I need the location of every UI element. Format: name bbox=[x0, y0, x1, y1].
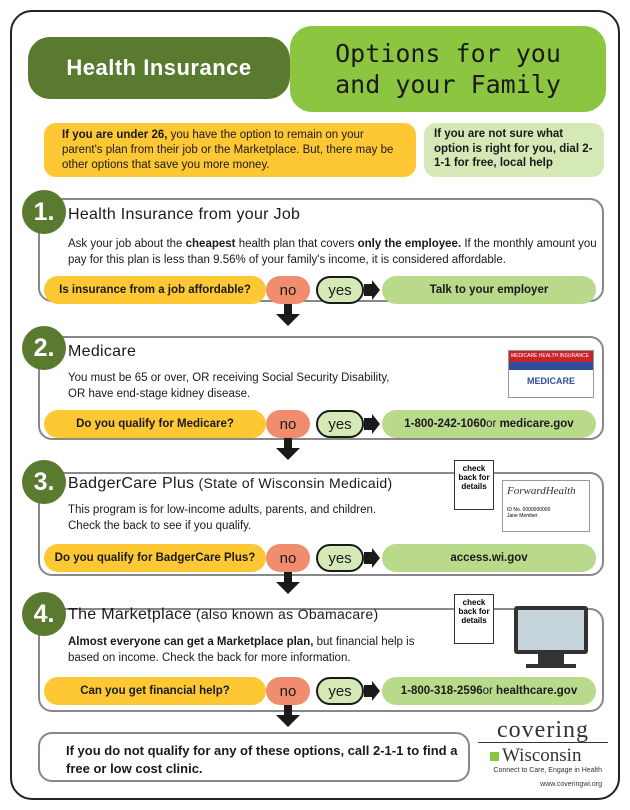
section-2-answer: 1-800-242-1060 or medicare.gov bbox=[382, 410, 596, 438]
page-frame bbox=[10, 10, 620, 800]
covering-wisconsin-logo: covering Wisconsin Connect to Care, Enga… bbox=[478, 718, 608, 788]
section-1-no-button[interactable]: no bbox=[266, 276, 310, 304]
forwardhealth-name: Jane Member bbox=[507, 513, 538, 519]
section-2-yes-button[interactable]: yes bbox=[316, 410, 364, 438]
section-2-body: You must be 65 or over, OR receiving Soc… bbox=[68, 370, 390, 402]
section-1-number: 1. bbox=[22, 190, 66, 234]
s1-text-c: If the monthly amount you pay for this p… bbox=[68, 238, 597, 266]
section-2-number: 2. bbox=[22, 326, 66, 370]
s2-line-1: You must be 65 or over, OR receiving Soc… bbox=[68, 372, 390, 384]
s1-bold-a: cheapest bbox=[185, 238, 236, 250]
s1-bold-b: only the employee. bbox=[357, 238, 462, 250]
medicare-card-image: MEDICARE HEALTH INSURANCE MEDICARE bbox=[508, 350, 594, 398]
s3-line-2: Check the back to see if you qualify. bbox=[68, 520, 252, 532]
section-3-no-button[interactable]: no bbox=[266, 544, 310, 572]
section-1-title: Health Insurance from your Job bbox=[68, 206, 301, 223]
s3-line-1: This program is for low-income adults, p… bbox=[68, 504, 377, 516]
section-2-no-button[interactable]: no bbox=[266, 410, 310, 438]
section-3-body: This program is for low-income adults, p… bbox=[68, 502, 376, 534]
section-4-number: 4. bbox=[22, 592, 66, 636]
section-1-answer: Talk to your employer bbox=[382, 276, 596, 304]
check-back-badge-4: check back for details bbox=[454, 594, 494, 644]
under-26-text: you have the option to remain on your pa… bbox=[62, 129, 394, 171]
computer-monitor-icon bbox=[514, 606, 588, 654]
s4-phone: 1-800-318-2596 bbox=[400, 685, 483, 697]
s4-bold: Almost everyone can get a Marketplace pl… bbox=[68, 636, 314, 648]
section-3-answer: access.wi.gov bbox=[382, 544, 596, 572]
s2-phone: 1-800-242-1060 bbox=[404, 418, 487, 430]
section-4-title: The Marketplace (also known as Obamacare… bbox=[68, 606, 378, 624]
s2-url: medicare.gov bbox=[499, 418, 574, 430]
s4-title-sub: (also known as Obamacare) bbox=[191, 606, 379, 622]
monitor-base bbox=[526, 664, 576, 668]
s3-title-main: BadgerCare Plus bbox=[68, 475, 195, 492]
header-options-banner: Options for you and your Family bbox=[290, 26, 606, 112]
section-2-title: Medicare bbox=[68, 343, 137, 360]
logo-wisconsin: Wisconsin bbox=[502, 745, 582, 766]
check-back-badge-3: check back for details bbox=[454, 460, 494, 510]
logo-tagline: Connect to Care, Engage in Health bbox=[493, 767, 602, 774]
unsure-note: If you are not sure what option is right… bbox=[424, 123, 604, 177]
s4-or: or bbox=[482, 685, 493, 697]
medicare-card-header: MEDICARE HEALTH INSURANCE bbox=[509, 351, 593, 362]
section-1-yes-button[interactable]: yes bbox=[316, 276, 364, 304]
under-26-note: If you are under 26, you have the option… bbox=[44, 123, 416, 177]
forwardhealth-card-image: ForwardHealth ID No. 0000000000 Jane Mem… bbox=[502, 480, 590, 532]
logo-covering: covering bbox=[478, 718, 608, 743]
forwardhealth-brand: ForwardHealth bbox=[507, 485, 576, 497]
s2-or: or bbox=[486, 418, 497, 430]
s2-line-2: OR have end-stage kidney disease. bbox=[68, 388, 251, 400]
section-1-body: Ask your job about the cheapest health p… bbox=[68, 236, 598, 268]
s1-text-a: Ask your job about the bbox=[68, 238, 186, 250]
header-title: Health Insurance bbox=[28, 37, 290, 99]
section-3-title: BadgerCare Plus (State of Wisconsin Medi… bbox=[68, 475, 392, 493]
logo-url[interactable]: www.coveringwi.org bbox=[540, 781, 602, 788]
under-26-bold: If you are under 26, bbox=[62, 129, 168, 141]
forwardhealth-id: ID No. 0000000000 bbox=[507, 507, 551, 513]
section-4-answer: 1-800-318-2596 or healthcare.gov bbox=[382, 677, 596, 705]
logo-square bbox=[490, 751, 499, 761]
section-3-question: Do you qualify for BadgerCare Plus? bbox=[44, 544, 266, 572]
s1-text-b: health plan that covers bbox=[235, 238, 358, 250]
section-4-question: Can you get financial help? bbox=[44, 677, 266, 705]
s4-title-main: The Marketplace bbox=[68, 606, 192, 623]
section-4-no-button[interactable]: no bbox=[266, 677, 310, 705]
s3-title-sub: (State of Wisconsin Medicaid) bbox=[194, 475, 393, 491]
s4-url: healthcare.gov bbox=[496, 685, 578, 697]
medicare-card-label: MEDICARE bbox=[526, 376, 575, 386]
section-2-question: Do you qualify for Medicare? bbox=[44, 410, 266, 438]
section-1-question: Is insurance from a job affordable? bbox=[44, 276, 266, 304]
section-4-yes-button[interactable]: yes bbox=[316, 677, 364, 705]
section-3-yes-button[interactable]: yes bbox=[316, 544, 364, 572]
section-3-number: 3. bbox=[22, 460, 66, 504]
header-line-1: Options for you bbox=[335, 39, 561, 68]
section-4-body: Almost everyone can get a Marketplace pl… bbox=[68, 634, 448, 666]
s4-text: but financial help is based on income. C… bbox=[68, 636, 415, 664]
monitor-stand bbox=[538, 654, 564, 664]
final-message: If you do not qualify for any of these o… bbox=[38, 732, 470, 782]
header-line-2: and your Family bbox=[335, 70, 561, 99]
